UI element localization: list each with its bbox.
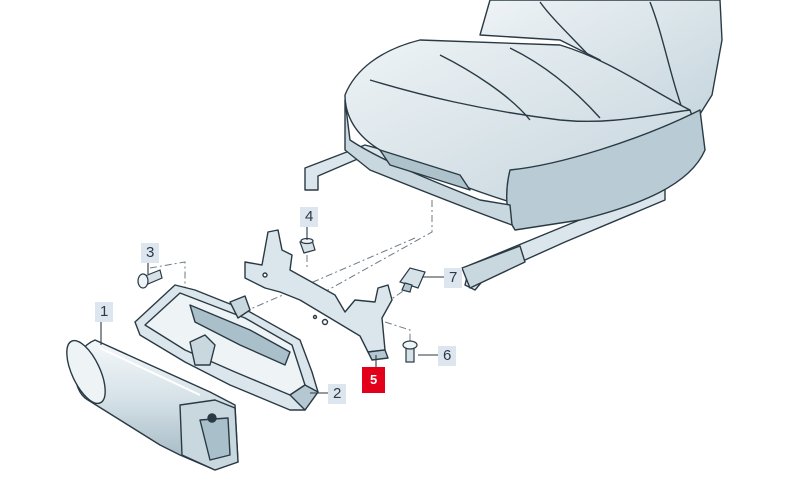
bracket-hole-1 — [262, 272, 268, 278]
callout-1: 1 — [95, 302, 114, 322]
mounting-bracket-flange — [367, 349, 389, 361]
trim-cover-latch — [189, 334, 216, 366]
seat-cushion-seam-3 — [509, 47, 601, 119]
guide-lines — [149, 200, 433, 342]
screw-3 — [137, 269, 163, 289]
seat-front-lip — [379, 149, 471, 191]
callout-6: 6 — [438, 346, 457, 366]
mounting-bracket — [244, 229, 393, 361]
guide-line-cover-bracket — [224, 237, 416, 321]
screw-6-shank — [405, 347, 415, 363]
tube-cover — [66, 339, 239, 471]
tube-cover-highlight — [99, 347, 201, 396]
seat-frame-front — [344, 99, 513, 226]
trim-cover-slot — [189, 304, 291, 366]
nut — [299, 237, 316, 254]
screw-6 — [402, 340, 418, 363]
seat-assembly — [304, 0, 723, 291]
callout-2: 2 — [328, 384, 347, 404]
trim-cover — [134, 284, 319, 411]
clip-nut-tab — [401, 282, 413, 293]
guide-line-screw-6 — [384, 321, 411, 342]
callout-4: 4 — [300, 207, 319, 227]
tube-cover-cap-face — [199, 417, 231, 461]
seat-rail-right-foot — [461, 245, 526, 289]
screw-3-head — [137, 273, 149, 289]
tube-cover-end — [66, 339, 106, 405]
clip-nut — [399, 267, 426, 293]
bracket-hole-2 — [321, 318, 329, 326]
trim-cover-edge — [289, 384, 319, 411]
guide-line-seat-bracket — [309, 200, 433, 301]
trim-cover-tab — [229, 295, 251, 319]
leader-lines — [100, 225, 444, 394]
tube-cover-hole — [207, 413, 217, 423]
seat-cushion-seam-2 — [439, 54, 531, 121]
screw-6-head — [402, 340, 418, 350]
callout-7: 7 — [444, 268, 463, 288]
mounting-bracket-body — [244, 229, 393, 353]
callout-5-highlighted: 5 — [362, 367, 386, 393]
callout-3: 3 — [141, 243, 160, 263]
bracket-hole-3 — [312, 314, 318, 320]
seat-cushion-seam — [369, 79, 691, 123]
